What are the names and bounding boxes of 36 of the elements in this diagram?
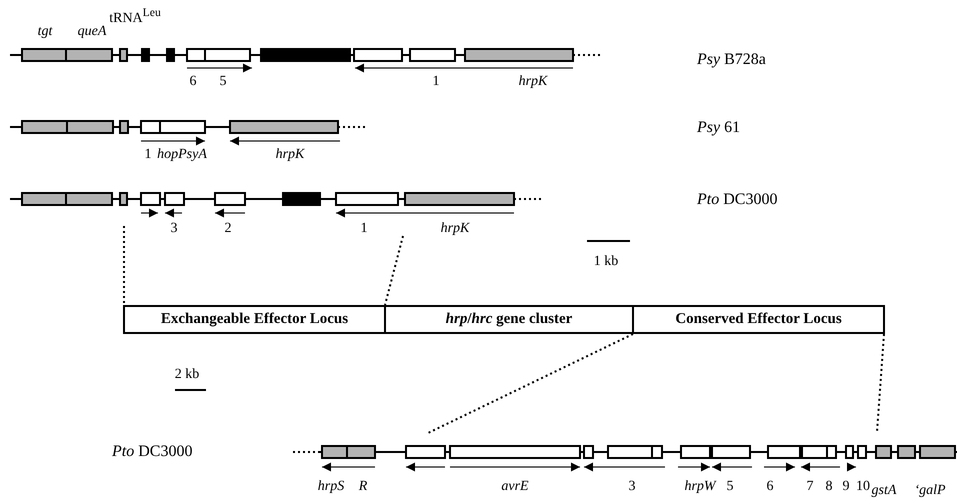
gene-label: hrpW: [684, 479, 716, 495]
gene-number: 5: [726, 479, 734, 495]
gene-label: hrpK: [276, 147, 304, 163]
gene-number: 1: [144, 147, 152, 163]
scale-label: 2 kb: [174, 367, 200, 383]
gene-number: 1: [360, 221, 368, 237]
gene-label: gstA: [872, 483, 896, 498]
gene-label: queA: [78, 24, 106, 40]
gene-label: tgt: [38, 24, 52, 40]
gene-number: 8: [826, 479, 832, 495]
strain-label: Pto DC3000: [112, 444, 192, 460]
gene-label: avrE: [501, 479, 529, 495]
gene-number: 6: [766, 479, 774, 495]
gene-number: 9: [842, 479, 850, 495]
gene-label: hrpS: [318, 479, 344, 495]
gene-label: ‘galP: [914, 483, 946, 498]
strain-label: Pto DC3000: [697, 192, 778, 208]
gene-label: R: [358, 479, 368, 495]
gene-number: 10: [856, 479, 870, 495]
gene-label: hrpK: [440, 221, 470, 237]
locus-box: hrp/hrc gene cluster: [384, 305, 634, 334]
gene-label: hopPsyA: [157, 147, 207, 163]
gene-number: 1: [432, 74, 440, 90]
locus-box: Conserved Effector Locus: [632, 305, 885, 334]
gene-number: 3: [628, 479, 636, 495]
gene-label: hrpK: [518, 74, 548, 90]
strain-label: Psy 61: [697, 120, 740, 136]
gene-number: 7: [806, 479, 814, 495]
gene-label: tRNA$^{Leu}$: [109, 5, 161, 27]
strain-label: Psy B728a: [697, 52, 766, 68]
gene-number: 2: [224, 221, 232, 237]
gene-number: 3: [170, 221, 178, 237]
gene-number: 5: [220, 74, 226, 90]
gene-number: 6: [190, 74, 196, 90]
locus-box: Exchangeable Effector Locus: [123, 305, 386, 334]
scale-label: 1 kb: [594, 254, 618, 270]
